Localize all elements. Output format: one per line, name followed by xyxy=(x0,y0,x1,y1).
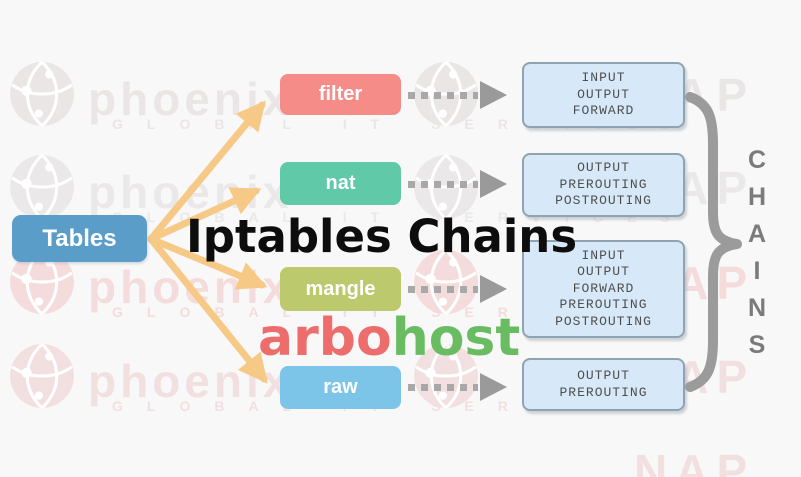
chains-label: C H A I N S xyxy=(742,146,772,360)
arrowhead-icon xyxy=(480,275,507,303)
table-box-mangle-label: mangle xyxy=(305,277,376,300)
arrow-tables-to-filter xyxy=(147,100,266,243)
chains-letter: A xyxy=(747,220,767,248)
tables-box-label: Tables xyxy=(42,224,117,252)
chain-box-mangle-text: INPUT OUTPUT FORWARD PREROUTING POSTROUT… xyxy=(555,247,652,329)
dotted-arrow-nat xyxy=(408,169,512,199)
chains-letter: N xyxy=(747,294,767,322)
arbohost-logo-arbo: arbo xyxy=(258,308,392,368)
chain-box-nat: OUTPUT PREROUTING POSTROUTING xyxy=(522,153,685,217)
arrow-tables-to-mangle xyxy=(147,235,268,290)
arrow-tables-to-raw xyxy=(147,235,268,384)
chains-letter: C xyxy=(747,146,767,174)
dotted-line xyxy=(408,180,478,188)
table-box-filter: filter xyxy=(280,74,401,115)
table-box-filter-label: filter xyxy=(318,83,363,105)
dotted-arrow-filter xyxy=(408,80,512,110)
chains-brace-icon xyxy=(685,92,742,392)
table-box-nat: nat xyxy=(280,162,401,205)
chain-box-nat-text: OUTPUT PREROUTING POSTROUTING xyxy=(555,160,652,209)
table-box-nat-label: nat xyxy=(325,172,356,194)
dotted-arrow-mangle xyxy=(408,274,512,304)
chains-letter: H xyxy=(747,183,767,211)
tables-box: Tables xyxy=(12,215,147,262)
chain-box-filter-text: INPUT OUTPUT FORWARD xyxy=(572,70,635,119)
table-box-mangle: mangle xyxy=(280,267,401,311)
chain-box-raw-text: OUTPUT PREROUTING xyxy=(559,368,648,400)
chain-box-raw: OUTPUT PREROUTING xyxy=(522,358,685,411)
arrowhead-icon xyxy=(480,373,507,401)
table-box-raw: raw xyxy=(280,366,401,409)
chain-box-filter: INPUT OUTPUT FORWARD xyxy=(522,62,685,128)
arrowhead-icon xyxy=(480,81,507,109)
chains-letter: I xyxy=(753,257,761,285)
dotted-line xyxy=(408,91,478,99)
dotted-line xyxy=(408,285,478,293)
dotted-arrow-raw xyxy=(408,372,512,402)
dotted-line xyxy=(408,383,478,391)
chain-box-mangle: INPUT OUTPUT FORWARD PREROUTING POSTROUT… xyxy=(522,240,685,338)
arrow-tables-to-nat xyxy=(147,187,262,243)
table-box-raw-label: raw xyxy=(323,376,358,398)
chains-letter: S xyxy=(748,331,766,359)
page-title: Iptables Chains xyxy=(186,210,578,263)
arrowhead-icon xyxy=(480,170,507,198)
